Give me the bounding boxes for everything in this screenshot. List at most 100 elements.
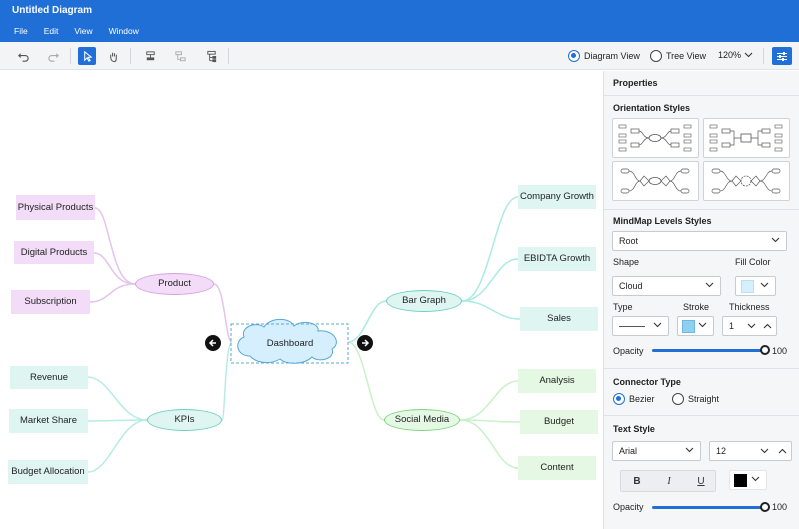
- chevron-down-icon[interactable]: [747, 323, 756, 329]
- tree-view-option[interactable]: Tree View: [650, 50, 706, 62]
- orientation-style-2[interactable]: [703, 118, 790, 158]
- level-select[interactable]: Root: [612, 231, 787, 251]
- zoom-dropdown[interactable]: 120%: [718, 50, 753, 60]
- text-opacity-label: Opacity: [613, 502, 644, 512]
- straight-label: Straight: [688, 394, 720, 404]
- fill-color-swatch: [741, 280, 754, 293]
- stroke-color-picker[interactable]: [677, 316, 714, 336]
- leaf-node-ebidta-growth[interactable]: EBIDTA Growth: [518, 247, 596, 271]
- leaf-node-subscription[interactable]: Subscription: [11, 290, 90, 314]
- sliders-icon: [777, 51, 787, 61]
- diagram-canvas[interactable]: Dashboard Product KPIs Bar Graph Social …: [0, 71, 603, 529]
- bezier-radio[interactable]: [613, 393, 625, 405]
- underline-button[interactable]: U: [697, 475, 705, 487]
- menu-view[interactable]: View: [74, 26, 93, 36]
- leaf-node-budget-allocation[interactable]: Budget Allocation: [8, 460, 88, 484]
- shape-opacity-slider[interactable]: [652, 349, 765, 352]
- branch-node-social-media[interactable]: Social Media: [384, 409, 460, 431]
- text-opacity-slider[interactable]: [652, 506, 765, 509]
- chevron-up-icon[interactable]: [763, 323, 772, 329]
- fill-color-label: Fill Color: [735, 257, 771, 267]
- font-family-value: Arial: [619, 446, 638, 456]
- text-color-picker[interactable]: [729, 470, 767, 490]
- menu-bar: File Edit View Window: [6, 26, 147, 36]
- chevron-down-icon: [744, 52, 753, 58]
- menu-edit[interactable]: Edit: [43, 26, 59, 36]
- collapse-right-button[interactable]: [357, 335, 373, 351]
- toolbar: Diagram View Tree View 120%: [0, 42, 799, 70]
- bold-button[interactable]: B: [633, 475, 641, 487]
- undo-icon[interactable]: [14, 47, 32, 65]
- shape-select-value: Cloud: [619, 281, 643, 291]
- leaf-node-budget[interactable]: Budget: [520, 410, 598, 434]
- text-opacity-value: 100: [772, 502, 788, 512]
- branch-node-kpis[interactable]: KPIs: [147, 409, 222, 431]
- stroke-type-select[interactable]: [612, 316, 669, 336]
- italic-button[interactable]: I: [667, 475, 671, 487]
- app-title: Untitled Diagram: [12, 5, 93, 16]
- orientation-style-1[interactable]: [612, 118, 699, 158]
- chevron-down-icon[interactable]: [760, 448, 769, 454]
- chevron-up-icon[interactable]: [778, 448, 787, 454]
- leaf-node-market-share[interactable]: Market Share: [9, 409, 88, 433]
- text-format-group: B I U: [620, 470, 716, 492]
- chevron-down-icon: [653, 322, 662, 328]
- connector-straight-option[interactable]: Straight: [672, 393, 719, 405]
- chevron-down-icon: [685, 447, 694, 453]
- menu-file[interactable]: File: [14, 26, 28, 36]
- leaf-node-digital-products[interactable]: Digital Products: [14, 241, 94, 264]
- shape-opacity-value: 100: [772, 346, 788, 356]
- panel-title: Properties: [613, 78, 658, 88]
- orientation-cloud-icon: [711, 168, 781, 194]
- add-sibling-icon[interactable]: [171, 47, 189, 65]
- menu-window[interactable]: Window: [108, 26, 139, 36]
- stroke-color-swatch: [682, 320, 695, 333]
- orientation-style-3[interactable]: [612, 161, 699, 201]
- branch-node-product[interactable]: Product: [135, 273, 214, 295]
- title-bar: Untitled Diagram File Edit View Window: [0, 0, 799, 42]
- pan-tool-icon[interactable]: [104, 47, 122, 65]
- diagram-view-option[interactable]: Diagram View: [568, 50, 640, 62]
- orientation-horizontal-icon: [618, 124, 692, 152]
- text-color-swatch: [734, 474, 747, 487]
- mindmap-levels-title: MindMap Levels Styles: [613, 216, 712, 226]
- opacity-label: Opacity: [613, 346, 644, 356]
- leaf-node-sales[interactable]: Sales: [520, 307, 598, 331]
- redo-icon[interactable]: [44, 47, 62, 65]
- thickness-stepper[interactable]: 1: [722, 316, 777, 336]
- leaf-node-company-growth[interactable]: Company Growth: [518, 185, 596, 209]
- root-node-label[interactable]: Dashboard: [266, 337, 314, 349]
- font-size-stepper[interactable]: 12: [709, 441, 792, 461]
- shape-select[interactable]: Cloud: [612, 276, 721, 296]
- properties-toggle-button[interactable]: [772, 47, 792, 65]
- add-multiple-icon[interactable]: [202, 47, 220, 65]
- connector-bezier-option[interactable]: Bezier: [613, 393, 655, 405]
- arrow-right-icon: [362, 339, 370, 347]
- chevron-down-icon: [760, 282, 769, 288]
- shape-opacity-thumb[interactable]: [760, 345, 770, 355]
- orientation-style-4[interactable]: [703, 161, 790, 201]
- branch-node-bar-graph[interactable]: Bar Graph: [386, 290, 462, 312]
- chevron-down-icon: [698, 322, 707, 328]
- text-opacity-thumb[interactable]: [760, 502, 770, 512]
- collapse-left-button[interactable]: [205, 335, 221, 351]
- chevron-down-icon: [705, 282, 714, 288]
- shape-label: Shape: [613, 257, 640, 267]
- connector-type-title: Connector Type: [613, 377, 681, 387]
- tree-view-radio[interactable]: [650, 50, 662, 62]
- leaf-node-physical-products[interactable]: Physical Products: [16, 195, 95, 220]
- leaf-node-content[interactable]: Content: [518, 456, 596, 480]
- add-child-icon[interactable]: [141, 47, 159, 65]
- select-tool-icon[interactable]: [78, 47, 96, 65]
- orientation-styles-title: Orientation Styles: [613, 103, 691, 113]
- leaf-node-revenue[interactable]: Revenue: [10, 366, 88, 389]
- orientation-bracket-icon: [620, 168, 690, 194]
- fill-color-picker[interactable]: [735, 276, 776, 296]
- font-family-select[interactable]: Arial: [612, 441, 701, 461]
- connector-lines: [87, 196, 521, 473]
- straight-radio[interactable]: [672, 393, 684, 405]
- diagram-view-radio[interactable]: [568, 50, 580, 62]
- orientation-boxed-icon: [709, 124, 783, 152]
- leaf-node-analysis[interactable]: Analysis: [518, 369, 596, 393]
